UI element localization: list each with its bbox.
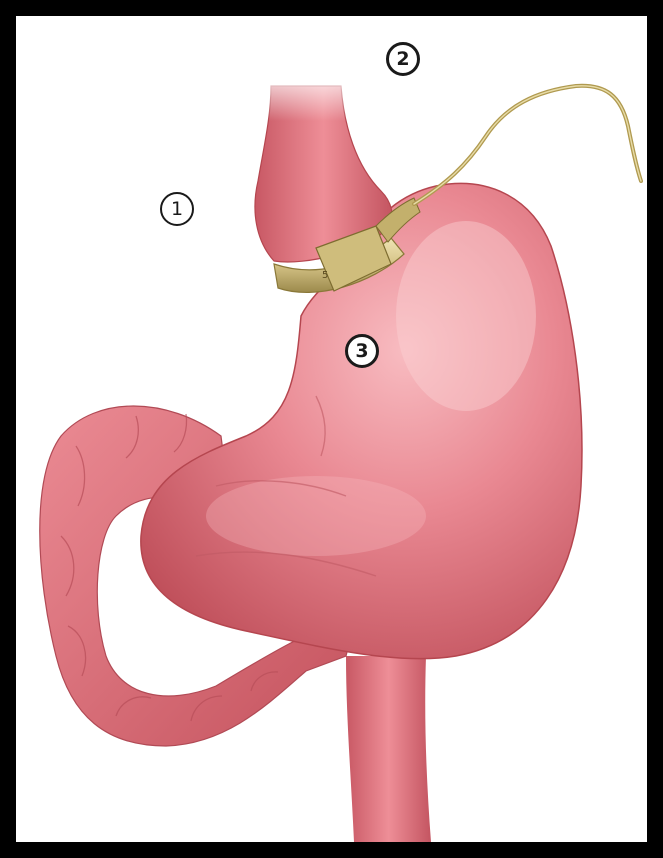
marker-3-label: 3 <box>355 342 368 361</box>
diagram-canvas: 5 1 2 3 <box>16 16 647 842</box>
lower-vessel <box>346 656 431 842</box>
stomach-illustration: 5 <box>16 16 647 842</box>
marker-1-label: 1 <box>171 200 183 219</box>
marker-2: 2 <box>386 42 420 76</box>
band-mark: 5 <box>322 270 328 281</box>
marker-3: 3 <box>345 334 379 368</box>
stomach-highlight <box>396 221 536 411</box>
marker-2-label: 2 <box>396 50 409 69</box>
marker-1: 1 <box>160 192 194 226</box>
